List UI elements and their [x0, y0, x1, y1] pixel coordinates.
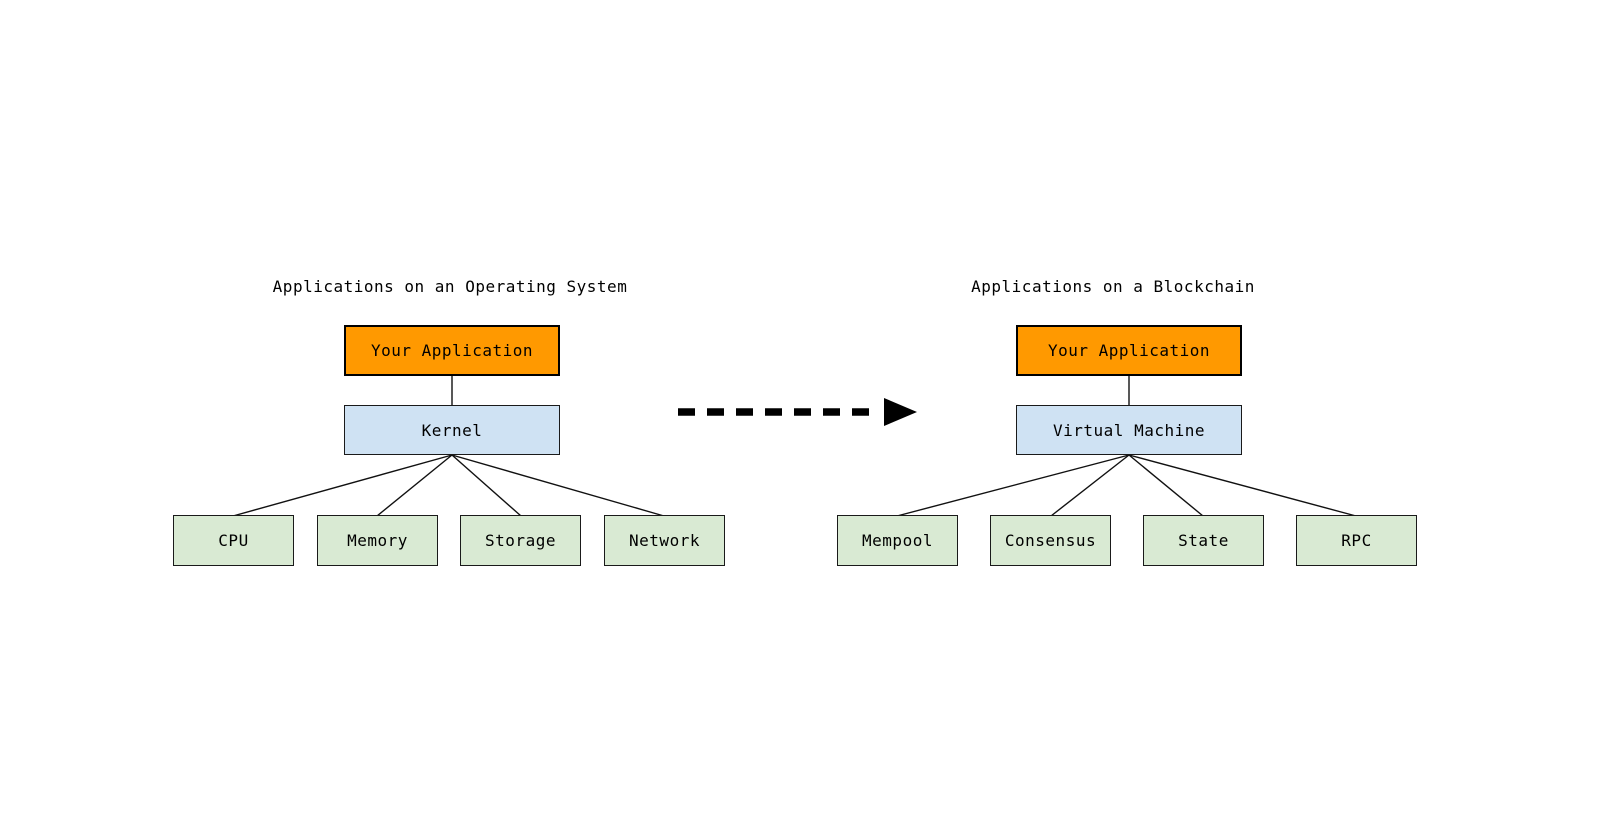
connector-line — [1128, 454, 1357, 517]
left-leaf-memory: Memory — [317, 515, 438, 566]
right-leaf-consensus: Consensus — [990, 515, 1111, 566]
connector-line — [451, 454, 522, 517]
connector-line — [451, 454, 665, 517]
right-leaf-mempool: Mempool — [837, 515, 958, 566]
connector-line — [376, 454, 453, 517]
right-diagram-title: Applications on a Blockchain — [971, 277, 1255, 296]
connector-line — [1050, 454, 1130, 517]
transform-arrow — [678, 398, 917, 426]
connector-line — [896, 454, 1130, 517]
right-your-application-box: Your Application — [1016, 325, 1242, 376]
right-virtual-machine-box: Virtual Machine — [1016, 405, 1242, 455]
left-leaf-network: Network — [604, 515, 725, 566]
connector-line — [1128, 454, 1204, 517]
left-leaf-cpu: CPU — [173, 515, 294, 566]
left-your-application-box: Your Application — [344, 325, 560, 376]
connector-line — [232, 454, 453, 517]
right-leaf-rpc: RPC — [1296, 515, 1417, 566]
left-kernel-box: Kernel — [344, 405, 560, 455]
left-diagram-title: Applications on an Operating System — [272, 277, 628, 296]
left-leaf-storage: Storage — [460, 515, 581, 566]
right-leaf-state: State — [1143, 515, 1264, 566]
